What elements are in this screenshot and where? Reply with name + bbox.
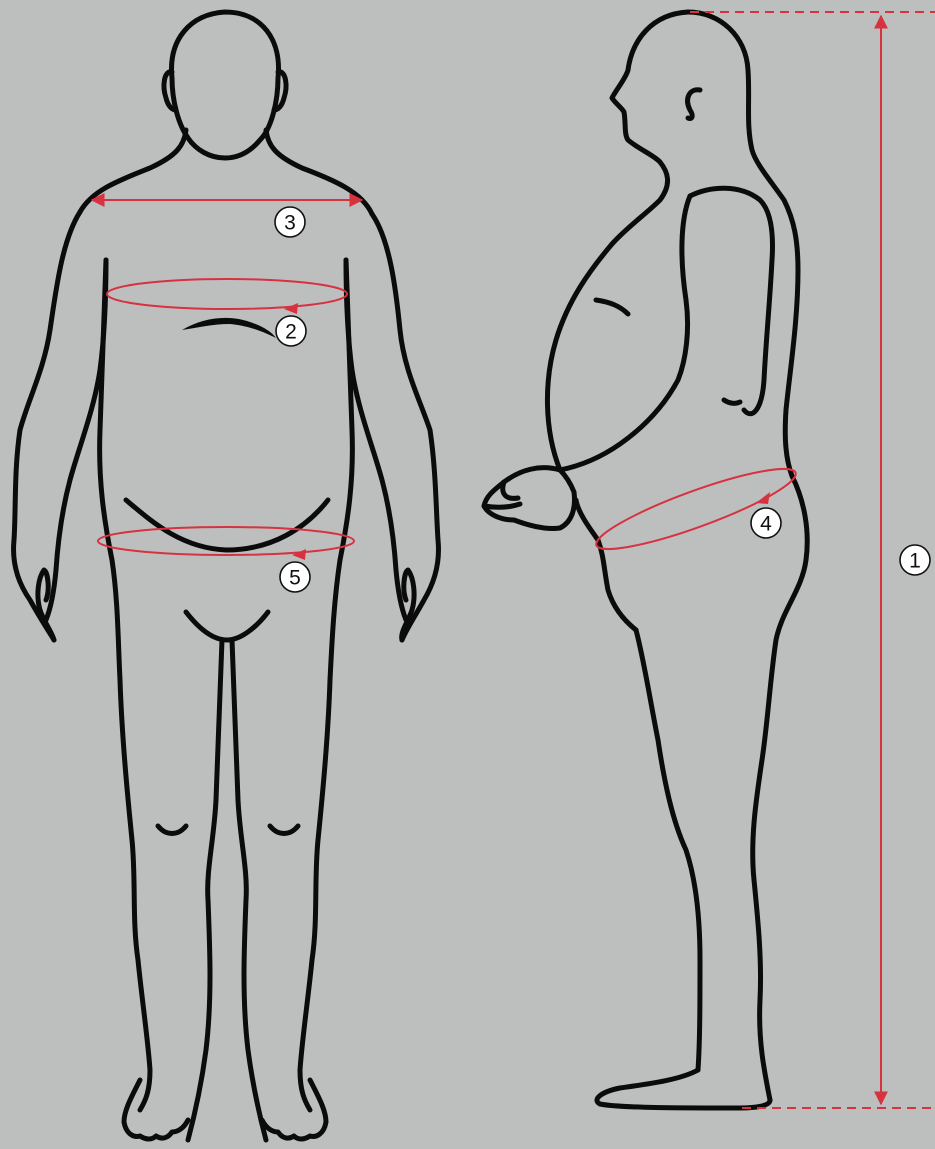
side-shoulder bbox=[690, 188, 773, 414]
marker-5: 5 bbox=[280, 562, 310, 592]
marker-1: 1 bbox=[900, 545, 930, 575]
front-body-figure bbox=[14, 12, 439, 1140]
marker-4: 4 bbox=[751, 508, 781, 538]
side-back-leg bbox=[753, 476, 808, 1100]
front-torso-right bbox=[300, 260, 352, 1110]
marker-3-label: 3 bbox=[284, 212, 296, 235]
side-head-outline bbox=[688, 12, 798, 476]
side-arm-front bbox=[560, 196, 690, 470]
side-elbow bbox=[724, 400, 740, 403]
front-chest-crease bbox=[182, 318, 276, 338]
marker-3: 3 bbox=[275, 207, 305, 237]
front-left-leg-inner bbox=[188, 640, 222, 1140]
marker-1-label: 1 bbox=[909, 550, 921, 573]
side-ear bbox=[688, 90, 700, 119]
front-right-knee-line bbox=[270, 826, 298, 834]
measurement-height bbox=[690, 12, 935, 1108]
front-torso-left bbox=[100, 260, 150, 1110]
chest-circumference-loop bbox=[107, 279, 347, 314]
front-left-foot bbox=[124, 1080, 188, 1139]
front-left-arm-inner bbox=[46, 260, 106, 620]
front-head-outline bbox=[172, 12, 279, 158]
front-right-leg-inner bbox=[232, 640, 266, 1140]
hip-loop-arrowhead bbox=[292, 549, 306, 560]
side-front-leg bbox=[636, 630, 700, 1070]
front-right-foot bbox=[262, 1080, 326, 1139]
marker-5-label: 5 bbox=[289, 567, 301, 590]
side-foot bbox=[597, 1070, 770, 1108]
marker-2: 2 bbox=[276, 316, 306, 346]
marker-2-label: 2 bbox=[285, 321, 297, 344]
hip-circumference-loop bbox=[98, 527, 354, 560]
chest-loop-arrowhead bbox=[284, 303, 298, 314]
front-neck-right bbox=[266, 130, 372, 214]
front-groin-line bbox=[186, 612, 268, 640]
seat-loop-arrowhead bbox=[756, 492, 770, 504]
side-belly bbox=[547, 244, 636, 630]
side-chest-crease bbox=[596, 300, 628, 314]
side-face bbox=[612, 12, 688, 244]
front-belly-fold bbox=[126, 500, 328, 550]
marker-4-label: 4 bbox=[760, 513, 772, 536]
side-body-figure bbox=[484, 12, 807, 1108]
front-left-knee-line bbox=[158, 826, 186, 834]
side-hands bbox=[484, 468, 574, 529]
